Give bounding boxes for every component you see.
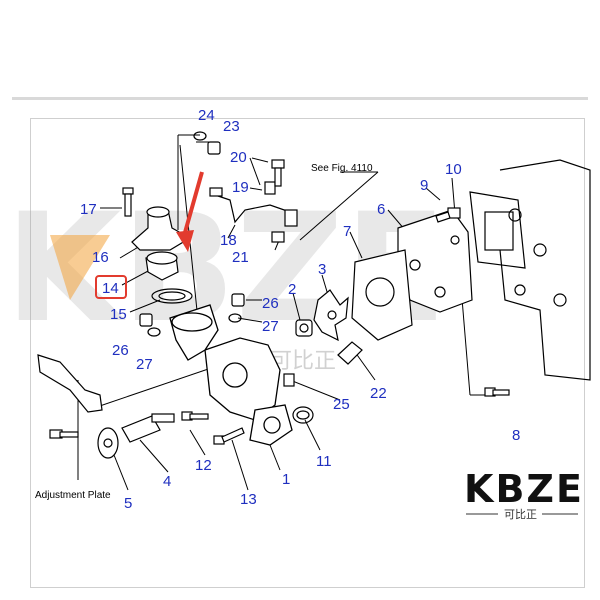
plug-26-left — [139, 313, 153, 327]
watermark-orange-shape — [50, 235, 110, 300]
bolt-20 — [271, 159, 285, 187]
label-9: 9 — [420, 177, 428, 194]
label-1: 1 — [282, 471, 290, 488]
label-24: 24 — [198, 107, 215, 124]
kbze-logo: KBZE 可比正 — [464, 468, 582, 521]
part-labels: 1 2 3 4 5 6 7 8 9 10 11 12 13 14 15 16 1… — [35, 107, 520, 512]
plug-23 — [207, 141, 221, 155]
o-ring-11 — [292, 406, 314, 424]
label-17: 17 — [80, 201, 97, 218]
label-5: 5 — [124, 495, 132, 512]
label-13: 13 — [240, 491, 257, 508]
bolt-17 — [122, 187, 134, 217]
label-18: 18 — [220, 232, 237, 249]
label-20: 20 — [230, 149, 247, 166]
logo-text: KBZE — [464, 468, 582, 511]
label-3: 3 — [318, 261, 326, 278]
label-4: 4 — [163, 473, 171, 490]
engine-block — [499, 159, 591, 381]
watermark-cn: 可比正 — [270, 349, 336, 374]
bolt-8 — [484, 387, 510, 397]
highlight-arrow — [176, 171, 204, 252]
label-7: 7 — [343, 223, 351, 240]
gasket-10 — [469, 191, 526, 269]
sensor-harness-18 — [209, 181, 298, 243]
adjustment-plate-part — [37, 354, 103, 413]
label-16: 16 — [92, 249, 109, 266]
highlight-box-14 — [95, 275, 127, 299]
diagram-frame — [30, 118, 585, 588]
label-6: 6 — [377, 201, 385, 218]
seal-2 — [295, 319, 313, 337]
label-25: 25 — [333, 396, 350, 413]
washer-24 — [193, 131, 207, 141]
gasket-15 — [151, 288, 193, 304]
washer-27-left — [147, 327, 161, 337]
label-23: 23 — [223, 118, 240, 135]
pulley-flange-5 — [97, 427, 119, 459]
impeller-3 — [313, 289, 349, 342]
washer-27-right — [228, 313, 242, 323]
see-fig-caption: See Fig. 4110 — [311, 163, 373, 174]
bolt-adjustment — [49, 429, 79, 439]
label-27-right: 27 — [262, 318, 279, 335]
bolt-13 — [213, 427, 245, 445]
label-26-left: 26 — [112, 342, 129, 359]
bolt-12 — [181, 411, 209, 421]
bolt-9 — [435, 207, 461, 223]
label-10: 10 — [445, 161, 462, 178]
label-8: 8 — [512, 427, 520, 444]
label-21: 21 — [232, 249, 249, 266]
label-14: 14 — [102, 280, 119, 297]
shaft-4 — [121, 413, 175, 443]
label-27-left: 27 — [136, 356, 153, 373]
plug-25 — [283, 373, 295, 387]
pump-body-1 — [169, 304, 293, 446]
logo-cn: 可比正 — [504, 508, 537, 521]
bracket-22 — [337, 341, 363, 365]
label-22: 22 — [370, 385, 387, 402]
label-26-right: 26 — [262, 295, 279, 312]
cover-plate-6 — [397, 209, 473, 313]
label-12: 12 — [195, 457, 212, 474]
thermostat-housing-16 — [131, 206, 192, 251]
gasket-7 — [351, 249, 413, 341]
thermostat-14 — [145, 251, 179, 281]
top-divider — [12, 97, 588, 100]
label-15: 15 — [110, 306, 127, 323]
label-11: 11 — [316, 453, 332, 470]
label-2: 2 — [288, 281, 296, 298]
plug-26-right — [231, 293, 245, 307]
label-19: 19 — [232, 179, 249, 196]
adjustment-plate-caption: Adjustment Plate — [35, 490, 111, 501]
